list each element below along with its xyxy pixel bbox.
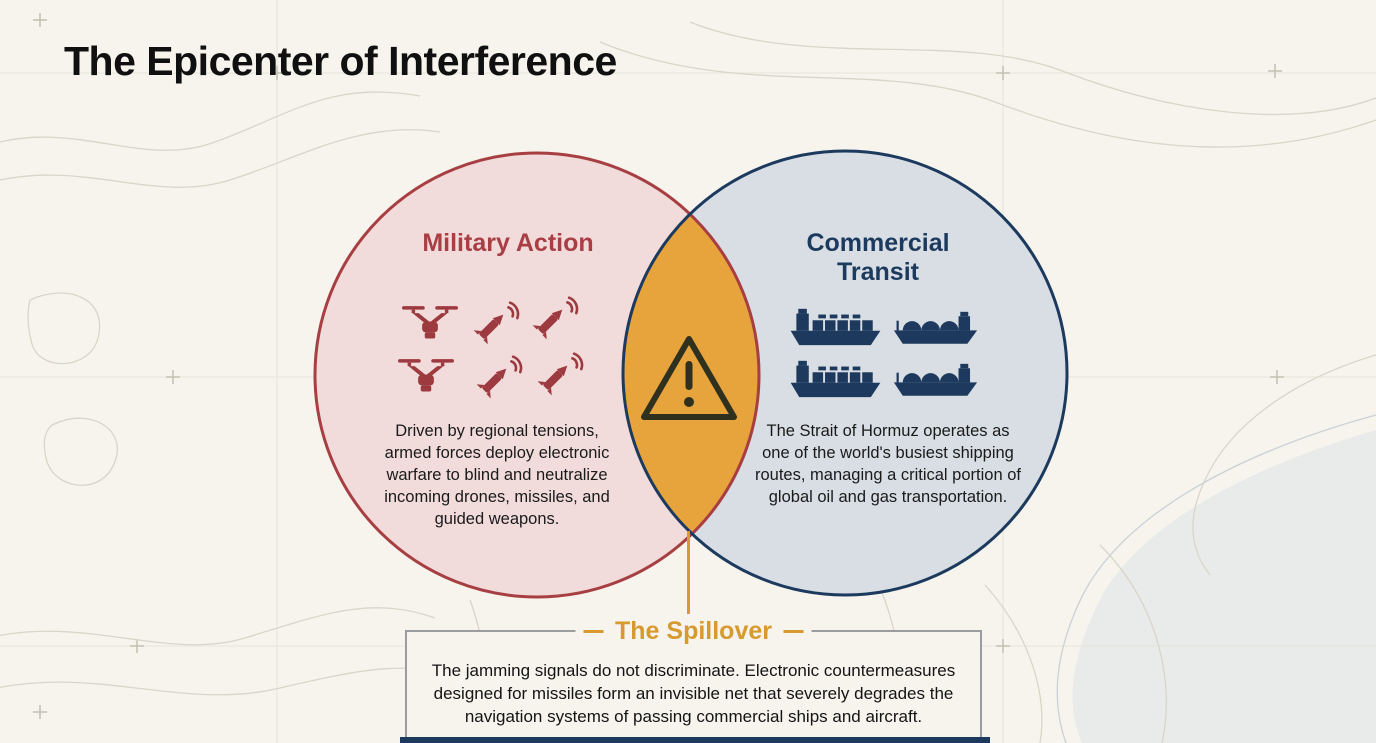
- missile-signal-icon: [473, 301, 520, 345]
- military-circle: [315, 153, 759, 597]
- drone-icon: [398, 359, 454, 392]
- registration-crosses: [33, 13, 1284, 719]
- missile-signal-icon: [476, 355, 523, 399]
- drone-icon: [402, 306, 458, 339]
- spillover-description: The jamming signals do not discriminate.…: [431, 661, 956, 727]
- bottom-accent-bar: [400, 737, 990, 743]
- commercial-circle-outline: [621, 149, 1069, 597]
- venn-diagram: [313, 149, 1069, 599]
- commercial-title: Commercial Transit: [806, 229, 950, 286]
- spillover-connector-line: [687, 531, 690, 614]
- missile-signal-icon: [537, 352, 584, 396]
- container-ship-icon: [790, 360, 881, 398]
- military-circle-outline: [313, 151, 761, 599]
- tanker-ship-icon: [893, 363, 978, 396]
- military-title: Military Action: [422, 229, 594, 257]
- container-ship-icon: [790, 308, 881, 346]
- commercial-description: The Strait of Hormuz operates as one of …: [755, 422, 1021, 506]
- tanker-ship-icon: [893, 311, 978, 344]
- page-title: The Epicenter of Interference: [64, 38, 617, 84]
- missile-signal-icon: [532, 296, 579, 340]
- warning-triangle-icon: [641, 336, 737, 420]
- sea-shading: [1072, 430, 1376, 743]
- spillover-box: The Spillover The jamming signals do not…: [405, 615, 982, 743]
- spillover-label: The Spillover: [575, 615, 812, 647]
- coastline: [1056, 414, 1376, 743]
- contour-lines: [0, 21, 1376, 743]
- military-description: Driven by regional tensions, armed force…: [384, 422, 610, 528]
